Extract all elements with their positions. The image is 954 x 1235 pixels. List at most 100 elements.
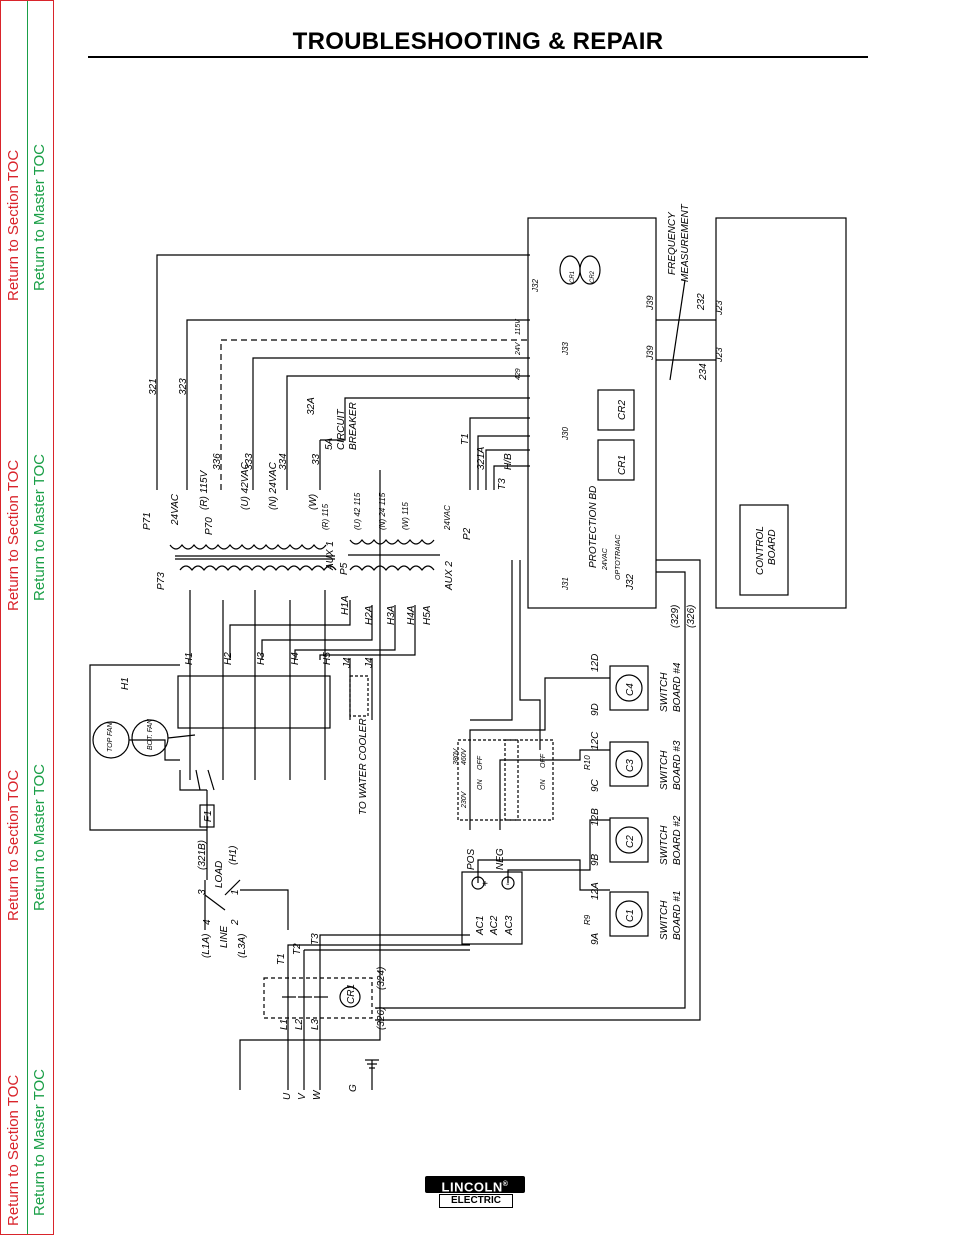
ac3-label: AC3 bbox=[504, 915, 515, 936]
voltage-switch bbox=[457, 739, 519, 821]
terminal-h4a: H4A bbox=[406, 605, 417, 625]
h1b-label: H/B bbox=[503, 453, 514, 470]
p70-label: P70 bbox=[204, 517, 215, 535]
l1a-label: (L1A) bbox=[201, 934, 212, 958]
protection-board-title: PROTECTION BD bbox=[588, 486, 599, 568]
schematic-lines bbox=[89, 217, 847, 1090]
j23-label: J23 bbox=[714, 347, 724, 363]
cr2-relay: CR2 bbox=[617, 400, 628, 420]
j32-cr2: CR2 bbox=[590, 270, 596, 283]
water-cooler-label: TO WATER COOLER bbox=[358, 718, 369, 815]
protection-board-box bbox=[527, 217, 657, 609]
control-board-label-box bbox=[739, 504, 789, 596]
wire-334: 334 bbox=[278, 453, 289, 470]
l2-label: L2 bbox=[294, 1018, 305, 1030]
switch-on: ON bbox=[540, 779, 547, 790]
lincoln-electric-logo: LINCOLN® ELECTRIC bbox=[421, 1176, 529, 1208]
aux2-n-lead: (N) 24 115 bbox=[378, 492, 387, 530]
wire-323: 323 bbox=[178, 378, 189, 395]
wire-326b: (326) bbox=[686, 605, 697, 628]
j32-top-label: J32 bbox=[531, 279, 540, 293]
aux1-w-lead: (W) bbox=[308, 494, 319, 510]
wire-321b-label: (321B) bbox=[197, 840, 208, 870]
wire-321a: 321A bbox=[476, 446, 487, 470]
aux1-n-lead: (N) 24VAC bbox=[268, 461, 279, 510]
t3-label: T3 bbox=[310, 933, 321, 945]
wire-321: 321 bbox=[148, 378, 159, 395]
j23-label: J23 bbox=[714, 300, 724, 316]
aux2-label: AUX 2 bbox=[444, 561, 455, 591]
measurement-label: MEASUREMENT bbox=[680, 203, 691, 282]
switch-off: OFF bbox=[540, 753, 547, 768]
bot-fan-label: BOT. FAN bbox=[147, 718, 154, 750]
wire-12a: 12A bbox=[590, 882, 601, 900]
switch-pin-1: 1 bbox=[230, 889, 241, 895]
protection-24vac: 24VAC bbox=[602, 547, 609, 571]
p2-label: P2 bbox=[462, 527, 473, 540]
switch-board-3-num: BOARD #3 bbox=[672, 740, 683, 790]
aux2-24vac: 24VAC bbox=[443, 505, 452, 531]
logo-bottom: ELECTRIC bbox=[439, 1194, 513, 1208]
j33-label: J33 bbox=[561, 342, 570, 356]
j4-label: J4 bbox=[364, 657, 375, 669]
wire-329: (329) bbox=[670, 605, 681, 628]
page-title: TROUBLESHOOTING & REPAIR bbox=[292, 28, 664, 55]
sidebar-divider bbox=[27, 1, 28, 1234]
p5-label: P5 bbox=[339, 562, 350, 575]
l3a-label: (L3A) bbox=[237, 934, 248, 958]
aux2-r-lead: (R) 115 bbox=[321, 503, 330, 530]
t2-label: T2 bbox=[292, 943, 303, 955]
wire-333: 333 bbox=[244, 453, 255, 470]
j4-label: J4 bbox=[342, 657, 353, 669]
switch-board-1-num: BOARD #1 bbox=[672, 891, 683, 940]
switch-pin-3: 3 bbox=[197, 889, 208, 895]
wire-12d: 12D bbox=[590, 654, 601, 672]
aux1-r-lead: (R) 115V bbox=[199, 469, 210, 510]
minus-label: - bbox=[506, 879, 510, 890]
wire-336: 336 bbox=[212, 453, 223, 470]
wire-324-label: (324) bbox=[376, 967, 387, 990]
switch-board-2-label: SWITCH bbox=[659, 825, 670, 865]
l1-label: L1 bbox=[279, 1019, 290, 1030]
j39-label: J39 bbox=[645, 345, 655, 361]
breaker-label: BREAKER bbox=[348, 402, 359, 450]
control-board-box bbox=[715, 217, 847, 609]
breaker-circuit: CIRCUIT bbox=[336, 409, 347, 450]
wire-429: 429 bbox=[515, 368, 522, 380]
v380-label: 380V bbox=[453, 747, 460, 765]
phase-w-label: W bbox=[312, 1089, 323, 1100]
ac2-label: AC2 bbox=[489, 915, 500, 936]
p73-label: P73 bbox=[156, 572, 167, 590]
switch-on: ON bbox=[477, 779, 484, 790]
top-fan-label: TOP FAN bbox=[107, 722, 114, 752]
wire-12b: 12B bbox=[590, 808, 601, 826]
resistor-r9: R9 bbox=[583, 914, 592, 925]
terminal-h5a: H5A bbox=[422, 605, 433, 625]
terminal-h3a: H3A bbox=[386, 605, 397, 625]
wire-234: 234 bbox=[698, 363, 709, 381]
pos-label: POS bbox=[466, 849, 477, 870]
h-terminal-strip bbox=[177, 675, 331, 729]
t1-label: T1 bbox=[276, 953, 287, 965]
plus-label: + bbox=[482, 879, 488, 890]
terminal-h1: H1 bbox=[184, 652, 195, 665]
cr1-contactor bbox=[263, 977, 373, 1019]
wire-24v: 24V bbox=[515, 341, 522, 356]
aux2-u-lead: (U) 42 115 bbox=[353, 492, 362, 530]
schematic-labels: U V W G L1 L2 L3 T1 T2 T3 CR1 (326) (324… bbox=[107, 203, 778, 1100]
cr1-contactor-label: CR1 bbox=[346, 984, 357, 1004]
switch-board-4-num: BOARD #4 bbox=[672, 662, 683, 712]
ac1-label: AC1 bbox=[475, 916, 486, 936]
aux1-24vac: 24VAC bbox=[170, 493, 181, 526]
rectifier-bridge bbox=[461, 871, 523, 945]
line-label: LINE bbox=[219, 925, 230, 948]
load-label: LOAD bbox=[214, 861, 225, 888]
j30-label: J30 bbox=[561, 427, 570, 441]
control-label: CONTROL bbox=[755, 526, 766, 575]
p71-label: P71 bbox=[142, 512, 153, 530]
wire-9b: 9B bbox=[590, 853, 601, 866]
logo-top: LINCOLN® bbox=[425, 1176, 525, 1194]
l3-label: L3 bbox=[310, 1018, 321, 1030]
wire-9d: 9D bbox=[590, 703, 601, 716]
phase-v-label: V bbox=[297, 1092, 308, 1100]
